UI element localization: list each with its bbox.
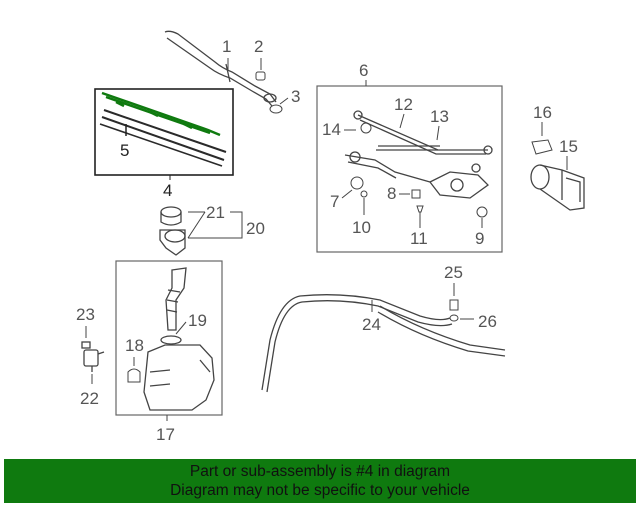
linkage-box [316,85,503,253]
parts-diagram: 1 2 3 5 4 6 12 13 14 [76,30,585,444]
callout-17: 17 [156,425,175,444]
callout-10: 10 [352,218,371,237]
callout-8: 8 [387,184,396,203]
callout-14: 14 [322,120,341,139]
bushing-14 [360,122,372,134]
callout-3: 3 [291,87,300,106]
bolt-11 [416,205,424,213]
callout-20: 20 [246,219,265,238]
connector-25 [449,299,459,311]
callout-2: 2 [254,37,263,56]
washer-hose [261,294,506,393]
footer-line-2: Diagram may not be specific to your vehi… [170,482,470,499]
callout-12: 12 [394,95,413,114]
callout-6: 6 [359,61,368,80]
callout-1: 1 [222,37,231,56]
callout-4: 4 [163,181,172,200]
callout-9: 9 [475,229,484,248]
diagram-footer-banner: Part or sub-assembly is #4 in diagram Di… [4,459,636,503]
footer-line-1: Part or sub-assembly is #4 in diagram [189,463,451,480]
wiper-linkage [344,110,493,199]
washer-pump [81,341,105,372]
callout-15: 15 [559,137,578,156]
callout-21: 21 [206,203,225,222]
callout-24: 24 [362,315,381,334]
wiper-blade-highlighted [99,91,227,167]
oring-26 [449,314,459,322]
callout-16: 16 [533,103,552,122]
reservoir-box [115,260,223,416]
nut-8 [411,189,421,199]
motor-cap-16 [531,139,553,155]
cap-7 [350,176,364,190]
washer-part [269,104,283,114]
callout-26: 26 [478,312,497,331]
callout-11: 11 [410,229,428,248]
callout-23: 23 [76,305,95,324]
grommet-9 [476,206,488,218]
wiper-arm [164,30,277,107]
callout-18: 18 [125,336,144,355]
callout-5: 5 [120,141,129,160]
callout-19: 19 [188,311,207,330]
nut-part [255,71,266,81]
washer-10 [360,190,368,198]
callout-7: 7 [330,192,339,211]
washer-inlet-cap [159,206,186,256]
seal-18 [127,368,141,383]
washer-reservoir [143,267,215,411]
callout-13: 13 [430,107,449,126]
wiper-motor [530,164,585,211]
callout-22: 22 [80,389,99,408]
callout-25: 25 [444,263,463,282]
